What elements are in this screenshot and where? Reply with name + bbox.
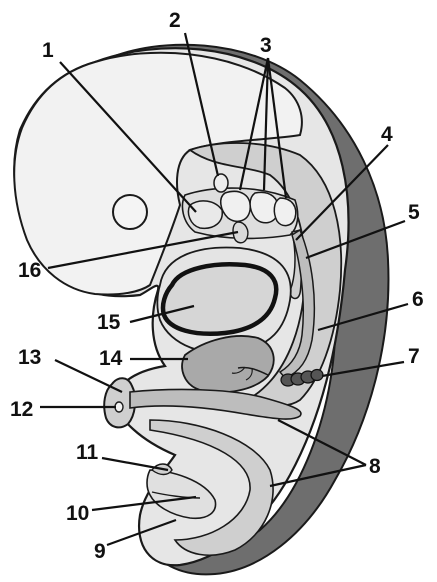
eye-circle [113, 195, 147, 229]
label-12: 12 [10, 398, 33, 421]
label-8: 8 [369, 455, 381, 478]
label-1: 1 [42, 39, 54, 62]
label-6: 6 [412, 288, 424, 311]
label-16: 16 [18, 259, 41, 282]
pancreas-bud-4 [311, 370, 323, 381]
label-7: 7 [408, 345, 420, 368]
label-9: 9 [94, 540, 106, 563]
heart-outline [163, 264, 276, 333]
label-11: 11 [76, 441, 99, 464]
pharyngeal-pouch-3 [274, 198, 295, 226]
label-14: 14 [99, 347, 123, 370]
label-10: 10 [66, 502, 89, 525]
label-2: 2 [169, 9, 181, 32]
label-4: 4 [381, 123, 393, 146]
label-5: 5 [408, 201, 420, 224]
label-13: 13 [18, 346, 41, 369]
label-3: 3 [260, 34, 272, 57]
otic-vesicle [214, 174, 228, 192]
label-15: 15 [97, 311, 121, 334]
stomodeum [188, 201, 222, 228]
yolk-stalk-opening [115, 402, 123, 412]
leader-11 [102, 458, 168, 470]
